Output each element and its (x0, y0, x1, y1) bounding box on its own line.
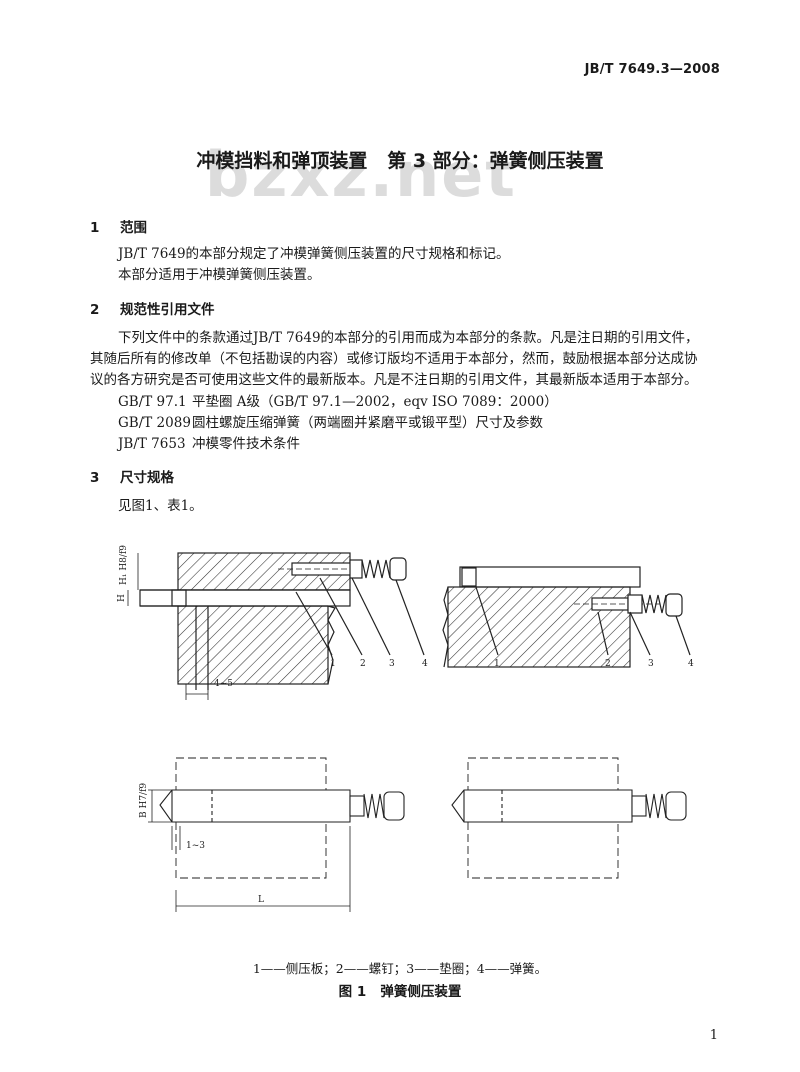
figure-title: 弹簧侧压装置 (380, 984, 462, 1000)
reference-code: JB/T 7653 (118, 436, 186, 452)
section-number: 1 (90, 220, 100, 236)
references-line-1: 下列文件中的条款通过JB/T 7649的本部分的引用而成为本部分的条款。凡是注日… (118, 330, 699, 346)
title-part: 第 3 部分：弹簧侧压装置 (387, 150, 604, 172)
section-heading-dimensions: 3 尺寸规格 (90, 466, 174, 486)
dim-h: H (117, 594, 127, 602)
section-title: 尺寸规格 (120, 470, 174, 486)
callout-4: 4 (422, 659, 428, 669)
section-view-left (127, 552, 425, 700)
reference-code: GB/T 2089 (118, 415, 191, 431)
callout-2-right: 2 (605, 659, 611, 669)
reference-title: 平垫圈 A级（GB/T 97.1—2002，eqv ISO 7089：2000） (192, 394, 558, 410)
plan-view-right (451, 757, 687, 879)
reference-item: GB/T 97.1 平垫圈 A级（GB/T 97.1—2002，eqv ISO 7… (118, 392, 558, 412)
plan-view-left (148, 757, 405, 912)
section-title: 规范性引用文件 (120, 302, 215, 318)
section-number: 3 (90, 470, 100, 486)
reference-title: 冲模零件技术条件 (192, 436, 300, 452)
dim-length: L (258, 895, 264, 905)
scope-paragraph-2: 本部分适用于冲模弹簧侧压装置。 (118, 267, 321, 283)
references-line-2: 其随后所有的修改单（不包括勘误的内容）或修订版均不适用于本部分，然而，鼓励根据本… (90, 351, 698, 367)
reference-item: JB/T 7653 冲模零件技术条件 (118, 434, 300, 454)
section-title: 范围 (120, 220, 147, 236)
standard-number: JB/T 7649.3—2008 (584, 62, 720, 77)
title-main: 冲模挡料和弹顶装置 (196, 150, 368, 172)
section-heading-scope: 1 范围 (90, 216, 147, 236)
page-number: 1 (709, 1028, 718, 1043)
callout-1-right: 1 (494, 659, 500, 669)
scope-paragraph-1: JB/T 7649的本部分规定了冲模弹簧侧压装置的尺寸规格和标记。 (118, 246, 510, 262)
reference-item: GB/T 2089圆柱螺旋压缩弹簧（两端圈并紧磨平或锻平型）尺寸及参数 (118, 413, 543, 433)
callout-3: 3 (389, 659, 395, 669)
watermark: bzxz.net (205, 138, 517, 211)
callout-4-right: 4 (688, 659, 694, 669)
dim-gap: 4~5 (214, 679, 233, 689)
figure-legend: 1——侧压板；2——螺钉；3——垫圈；4——弹簧。 (252, 961, 548, 976)
reference-title: 圆柱螺旋压缩弹簧（两端圈并紧磨平或锻平型）尺寸及参数 (192, 415, 543, 431)
callout-1: 1 (330, 659, 336, 669)
callout-3-right: 3 (648, 659, 654, 669)
dim-chamfer: 1~3 (186, 841, 205, 851)
dim-b-tolerance: B H7/f9 (139, 783, 149, 818)
section-number: 2 (90, 302, 100, 318)
reference-code: GB/T 97.1 (118, 394, 187, 410)
figure-caption: 图 1 弹簧侧压装置 (0, 980, 800, 1000)
callout-2: 2 (360, 659, 366, 669)
dim-h1-tolerance: H₁ H8/f9 (119, 545, 129, 585)
dimensions-paragraph: 见图1、表1。 (118, 498, 203, 514)
references-line-3: 议的各方研究是否可使用这些文件的最新版本。凡是不注日期的引用文件，其最新版本适用… (90, 372, 698, 388)
figure-number: 图 1 (338, 984, 367, 1000)
section-view-right (442, 566, 691, 668)
document-title: 冲模挡料和弹顶装置 第 3 部分：弹簧侧压装置 (0, 146, 800, 173)
section-heading-references: 2 规范性引用文件 (90, 298, 215, 318)
